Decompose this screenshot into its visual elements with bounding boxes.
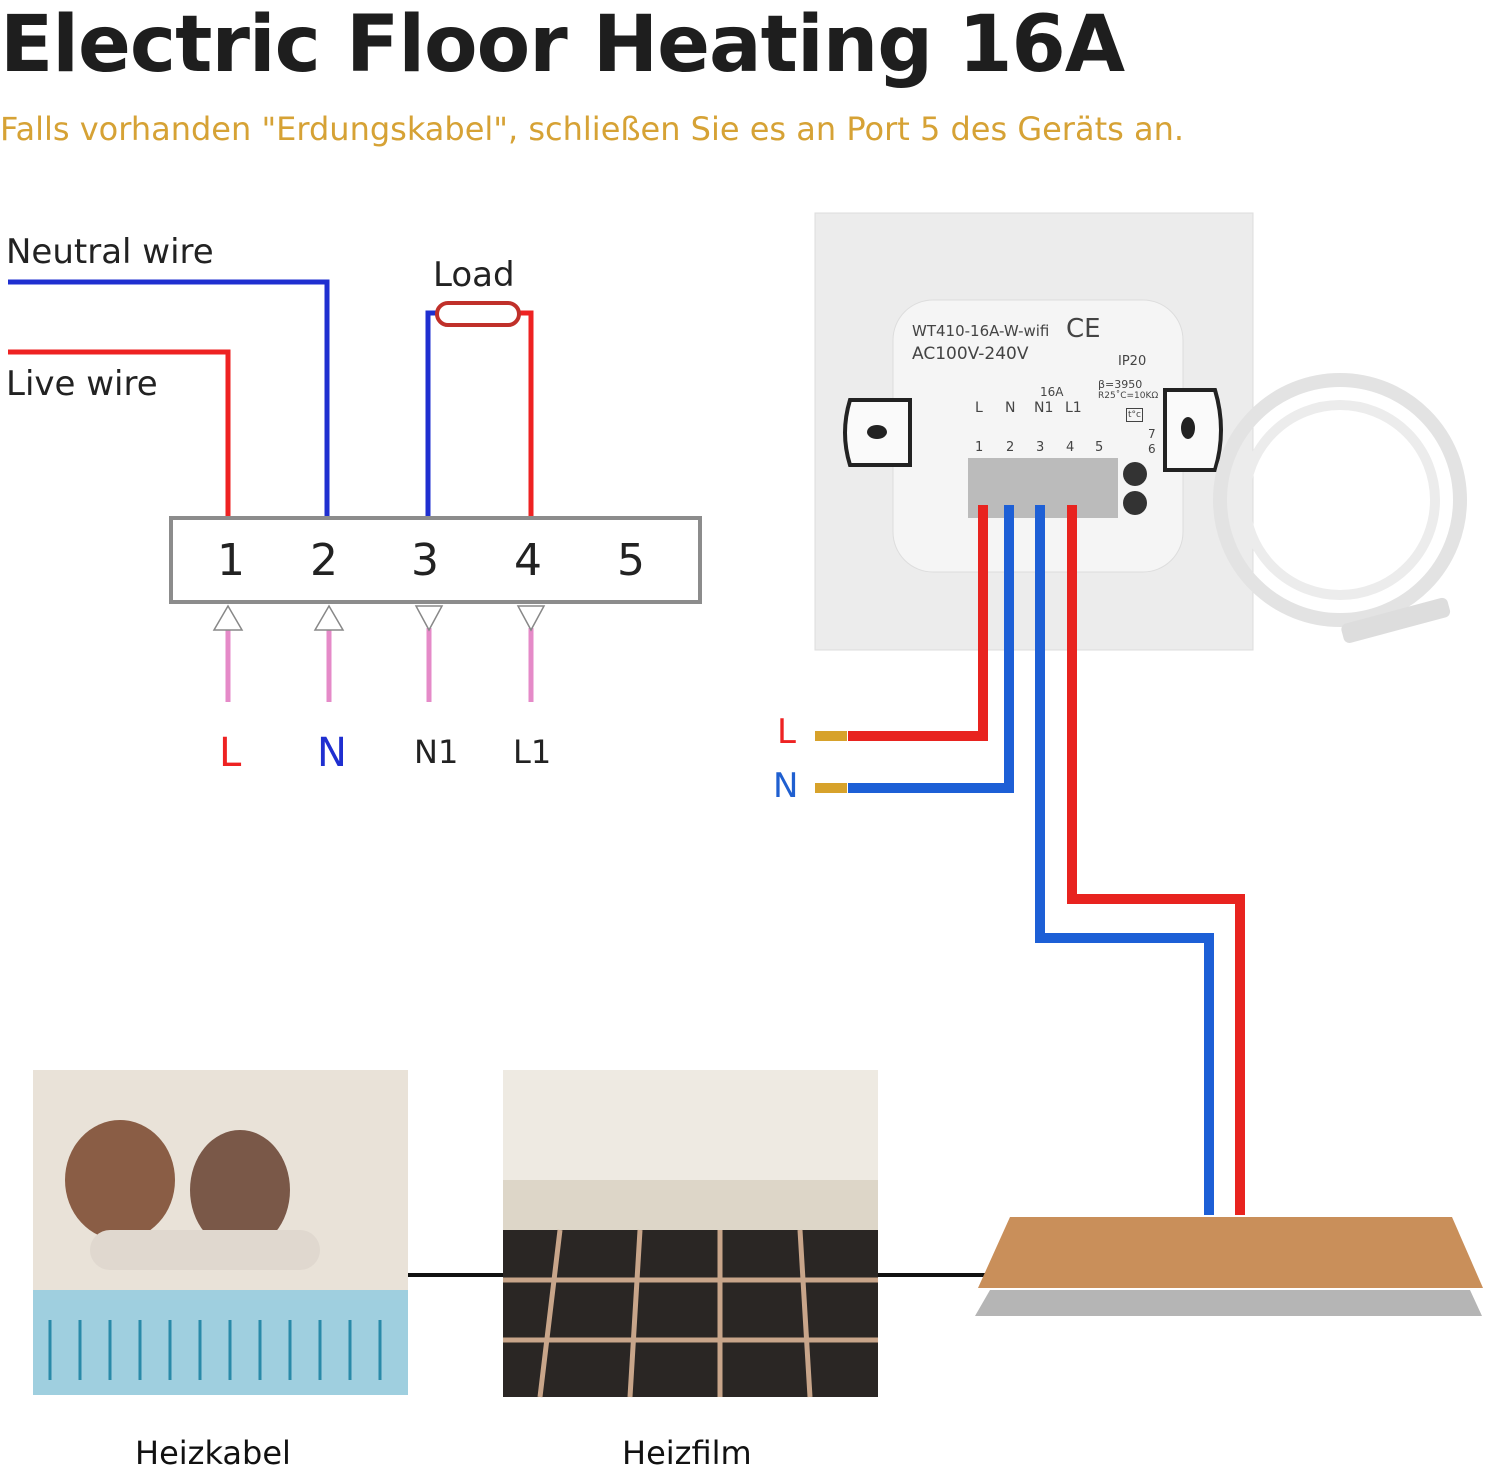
device-term-L1: L1	[1065, 400, 1082, 416]
caption-heizkabel: Heizkabel	[135, 1434, 291, 1472]
heizfilm-photo	[503, 1070, 878, 1398]
pink-arrows	[225, 628, 534, 702]
device-num-2: 2	[1006, 440, 1015, 455]
label-L1: L1	[513, 733, 552, 771]
load-label: Load	[433, 255, 515, 295]
load-wire-red	[518, 310, 534, 518]
label-N: N	[317, 730, 347, 776]
device-wire-L	[848, 505, 988, 741]
label-N1: N1	[414, 733, 459, 771]
device-r25: R25˚C=10KΩ	[1098, 391, 1159, 401]
load-resistor	[435, 301, 521, 327]
terminal-3: 3	[411, 535, 439, 586]
live-wire-label: Live wire	[6, 364, 158, 404]
arrow-down-icon	[414, 605, 444, 632]
neutral-wire	[8, 279, 330, 518]
label-L: L	[219, 730, 242, 776]
schematic	[8, 279, 702, 702]
load-wire-blue	[425, 310, 440, 518]
subtitle: Falls vorhanden "Erdungskabel", schließe…	[0, 110, 1185, 148]
arrow-down-icon	[516, 605, 546, 632]
device-amps: 16A	[1040, 385, 1064, 399]
terminal-5: 5	[617, 535, 645, 586]
neutral-wire-label: Neutral wire	[6, 232, 214, 272]
device-wire-L1	[1067, 505, 1245, 1215]
thermostat-device	[814, 212, 1467, 651]
device-term-N1: N1	[1034, 400, 1054, 416]
floor-board	[978, 1217, 1483, 1288]
sensor-pin-6: 6	[1148, 442, 1156, 456]
arrow-up-icon	[212, 604, 244, 631]
sensor-pin-7: 7	[1148, 427, 1156, 441]
device-num-1: 1	[975, 440, 984, 455]
live-wire	[8, 349, 231, 518]
device-wire-N1	[1035, 505, 1214, 1215]
terminal-2: 2	[310, 535, 338, 586]
device-beta: β=3950	[1098, 378, 1143, 391]
device-num-3: 3	[1036, 440, 1045, 455]
device-wire-N	[848, 505, 1014, 793]
sensor-symbol: t°c	[1126, 408, 1143, 422]
mains-N-label: N	[773, 766, 799, 806]
ce-mark: CE	[1066, 314, 1101, 344]
device-term-N: N	[1005, 400, 1016, 416]
heizkabel-photo	[33, 1070, 408, 1395]
device-num-5: 5	[1095, 440, 1104, 455]
terminal-1: 1	[217, 535, 245, 586]
device-voltage: AC100V-240V	[912, 344, 1029, 364]
caption-heizfilm: Heizfilm	[622, 1434, 752, 1472]
page-title: Electric Floor Heating 16A	[0, 0, 1125, 90]
floor-board-shadow	[975, 1290, 1482, 1316]
terminal-block	[169, 516, 702, 604]
device-ip: IP20	[1118, 354, 1147, 369]
device-model: WT410-16A-W-wifi	[912, 322, 1050, 340]
device-num-4: 4	[1066, 440, 1075, 455]
device-term-L: L	[975, 400, 983, 416]
arrow-up-icon	[313, 604, 345, 631]
terminal-4: 4	[514, 535, 542, 586]
mains-L-label: L	[777, 712, 796, 752]
